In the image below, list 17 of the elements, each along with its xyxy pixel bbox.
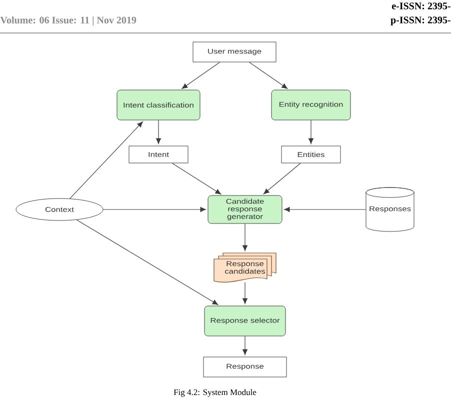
arrow [76,220,218,305]
arrow [308,120,314,144]
arrow [102,207,206,212]
arrow [284,207,366,212]
arrow [70,121,143,199]
arrow [156,120,161,144]
header-text: Volume: 06 Issue: 11 | Nov 2019 [0,16,136,26]
arrow [263,162,301,194]
arrow [242,336,248,355]
header-text: e-ISSN: 2395- [392,2,450,10]
caption: Fig 4.2: System Module [174,389,256,397]
arrow [182,62,220,89]
arrow [242,282,248,304]
header-text: p-ISSN: 2395- [390,16,450,26]
arrow [172,162,222,194]
arrow [249,62,288,89]
arrow [242,223,248,251]
